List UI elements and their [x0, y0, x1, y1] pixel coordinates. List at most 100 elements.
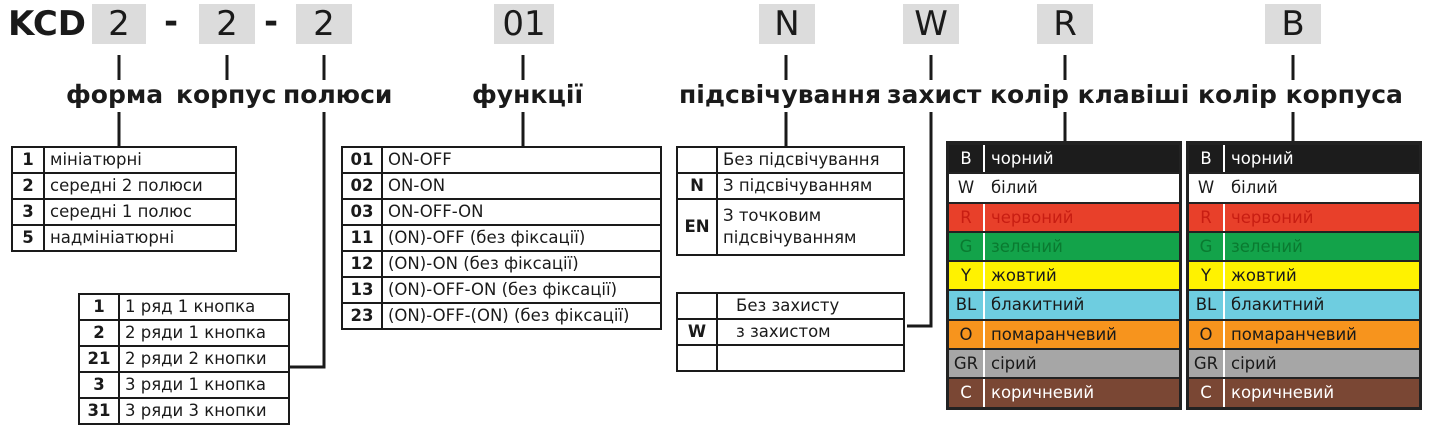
color-name: коричневий	[991, 383, 1095, 403]
code-cell: 3	[11, 198, 45, 226]
text-cell: середні 1 полюс	[43, 198, 237, 226]
text-cell: 2 ряди 2 кнопки	[118, 345, 290, 373]
model-prefix: KCD	[8, 4, 86, 44]
color-code: W	[1189, 174, 1225, 202]
text-cell: (ON)-OFF (без фіксації)	[381, 224, 662, 252]
text-cell: з захистом	[716, 318, 905, 346]
link-protection	[907, 112, 933, 328]
text-cell: З точковим підсвічуванням	[716, 198, 905, 256]
code-cell: 13	[341, 276, 383, 304]
color-name: чорний	[1231, 149, 1294, 168]
color-name: червоний	[991, 207, 1074, 227]
code-cell: 11	[341, 224, 383, 252]
label-backlight: підсвічування	[679, 80, 881, 109]
text-cell	[716, 344, 905, 372]
color-code: BL	[949, 291, 985, 319]
text-cell: (ON)-OFF-ON (без фіксації)	[381, 276, 662, 304]
code-cell: 12	[341, 250, 383, 278]
code-protection: W	[903, 4, 959, 44]
color-name: білий	[1231, 178, 1278, 198]
color-code: GR	[1189, 350, 1225, 378]
color-name: червоний	[1231, 207, 1314, 227]
label-key-color: колір клавіші	[990, 80, 1190, 109]
text-cell: Без захисту	[716, 292, 905, 320]
text-cell: ON-ON	[381, 172, 662, 200]
color-name: сірий	[1231, 354, 1277, 374]
table-row: Без захисту	[676, 292, 905, 320]
code-cell: EN	[676, 198, 718, 256]
color-code: W	[949, 174, 985, 202]
color-code: C	[949, 379, 985, 407]
text-cell: (ON)-ON (без фіксації)	[381, 250, 662, 278]
table-row	[676, 344, 905, 372]
text-line: підсвічуванням	[723, 228, 857, 247]
color-name: помаранчевий	[1231, 324, 1357, 344]
color-code: B	[1189, 145, 1225, 173]
table-row: 23(ON)-OFF-(ON) (без фіксації)	[341, 302, 662, 330]
text-cell: 3 ряди 1 кнопка	[118, 371, 290, 399]
color-name: помаранчевий	[991, 324, 1117, 344]
color-code: O	[1189, 320, 1225, 349]
code-cell: W	[676, 318, 718, 346]
label-poles: полюси	[283, 80, 393, 109]
dash-1: -	[164, 2, 179, 42]
text-cell: мініатюрні	[43, 146, 237, 174]
text-cell: Без підсвічування	[716, 146, 905, 174]
code-cell: 01	[341, 146, 383, 174]
code-cell: 31	[78, 397, 120, 425]
code-shape: 2	[92, 4, 146, 44]
text-cell: надмініатюрні	[43, 224, 237, 252]
code-cell	[676, 292, 718, 320]
code-cell: N	[676, 172, 718, 200]
color-code: C	[1189, 379, 1225, 407]
code-poles: 2	[296, 4, 352, 44]
code-key-color: R	[1037, 4, 1093, 44]
text-cell: ON-OFF-ON	[381, 198, 662, 226]
color-code: O	[949, 320, 985, 349]
text-cell: 2 ряди 1 кнопка	[118, 319, 290, 347]
code-cell: 2	[78, 319, 120, 347]
text-cell: (ON)-OFF-(ON) (без фіксації)	[381, 302, 662, 330]
code-cell	[676, 146, 718, 174]
color-code: Y	[1189, 262, 1225, 290]
color-name: блакитний	[1231, 295, 1325, 315]
color-name: жовтий	[1231, 266, 1297, 286]
color-code: B	[949, 145, 985, 173]
color-code: G	[1189, 232, 1225, 261]
color-name: зелений	[991, 236, 1063, 256]
code-backlight: N	[759, 4, 815, 44]
color-name: сірий	[991, 354, 1037, 374]
code-cell: 1	[11, 146, 45, 174]
color-name: зелений	[1231, 236, 1303, 256]
code-cell: 02	[341, 172, 383, 200]
dash-2: -	[264, 2, 279, 42]
code-cell: 21	[78, 345, 120, 373]
color-name: чорний	[991, 149, 1054, 168]
color-row: GR сірий	[1189, 350, 1419, 380]
label-functions: функції	[472, 80, 584, 109]
code-cell	[676, 344, 718, 372]
table-row: 13(ON)-OFF-ON (без фіксації)	[341, 276, 662, 304]
text-cell: 3 ряди 3 кнопки	[118, 397, 290, 425]
